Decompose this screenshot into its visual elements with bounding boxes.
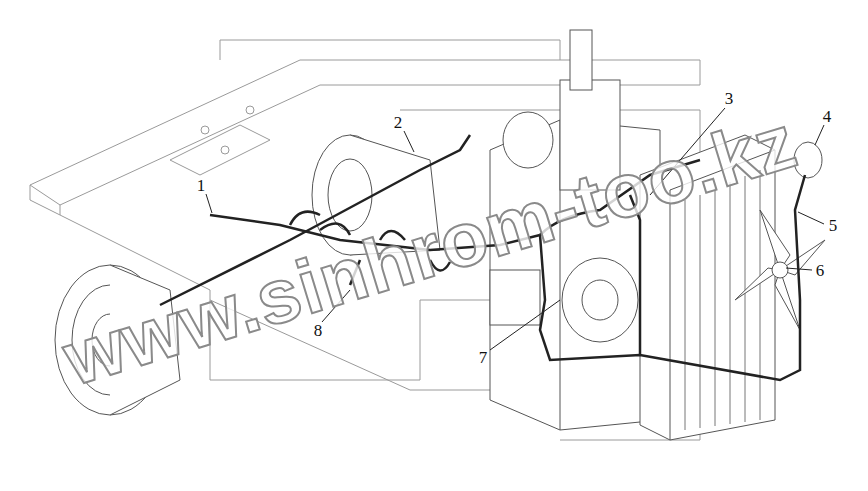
callout-number: 2 — [392, 114, 405, 131]
callout-number: 6 — [814, 262, 827, 279]
callout-number: 3 — [723, 90, 736, 107]
callout-number: 7 — [477, 349, 490, 366]
callout-number: 4 — [821, 108, 834, 125]
callout-number: 5 — [827, 217, 840, 234]
callout-number: 1 — [195, 177, 208, 194]
